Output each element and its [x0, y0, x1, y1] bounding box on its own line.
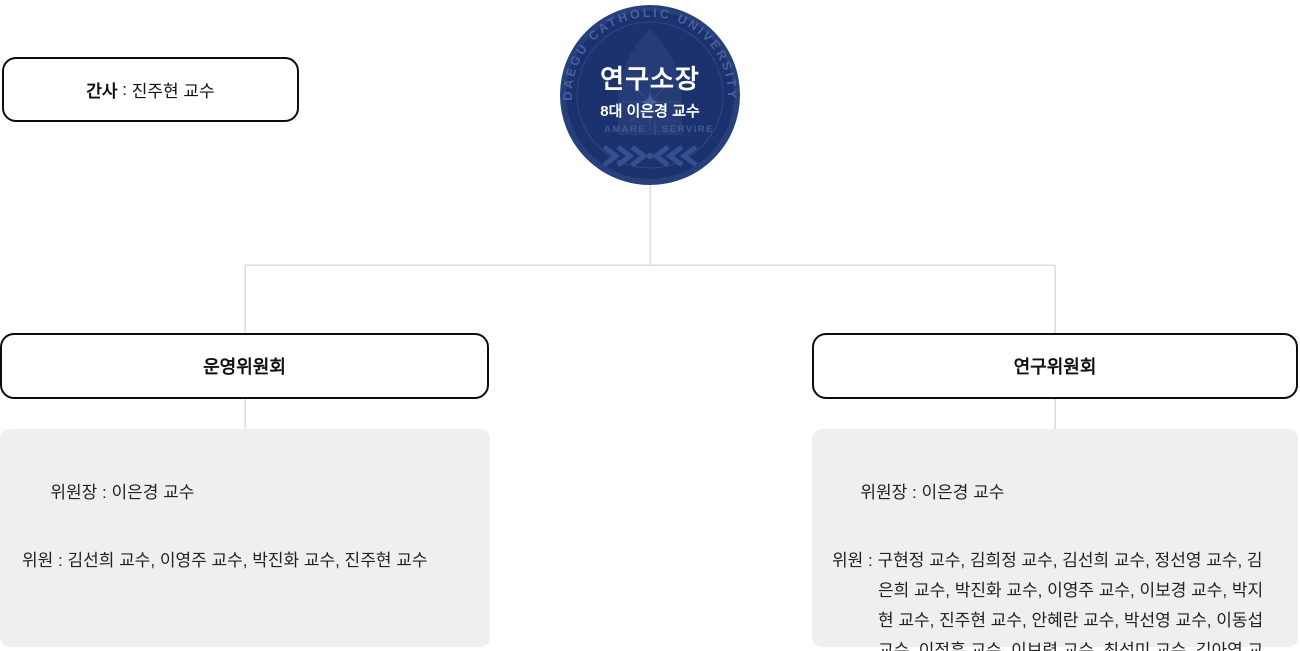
committee-box-research: 연구위원회 [812, 333, 1298, 399]
chair-name: 이은경 교수 [921, 483, 1005, 502]
chair-row: 위원장 : 이은경 교수 [832, 454, 1280, 532]
committee-box-operating: 운영위원회 [0, 333, 489, 399]
members-list: 구현정 교수, 김희정 교수, 김선희 교수, 정선영 교수, 김은희 교수, … [877, 551, 1264, 651]
members-label: 위원 : [22, 551, 68, 570]
secretary-box: 간사 : 진주현 교수 [2, 57, 299, 122]
director-name: 8대 이은경 교수 [600, 102, 700, 120]
committee-detail-operating: 위원장 : 이은경 교수 위원 : 김선희 교수, 이영주 교수, 박진화 교수… [0, 429, 490, 647]
committee-title: 연구위원회 [1013, 357, 1097, 377]
members-row: 위원 : 구현정 교수, 김희정 교수, 김선희 교수, 정선영 교수, 김은희… [832, 546, 1264, 651]
director-title: 연구소장 [600, 64, 700, 94]
seal-motto-servire: SERVIRE [662, 124, 714, 135]
laurel-icon [602, 145, 698, 167]
chair-label: 위원장 : [50, 483, 112, 502]
chair-label: 위원장 : [860, 483, 922, 502]
director-seal: DAEGU CATHOLIC UNIVERSITY AMARE SERVIRE … [559, 4, 741, 186]
seal-motto-amare: AMARE [604, 124, 646, 135]
members-row: 위원 : 김선희 교수, 이영주 교수, 박진화 교수, 진주현 교수 [22, 546, 472, 576]
secretary-name: 진주현 교수 [131, 82, 215, 101]
secretary-label: 간사 [86, 82, 118, 101]
university-seal-icon: DAEGU CATHOLIC UNIVERSITY AMARE SERVIRE … [560, 5, 740, 185]
members-list: 김선희 교수, 이영주 교수, 박진화 교수, 진주현 교수 [67, 551, 428, 570]
committee-title: 운영위원회 [203, 357, 286, 377]
committee-detail-research: 위원장 : 이은경 교수 위원 : 구현정 교수, 김희정 교수, 김선희 교수… [812, 429, 1298, 651]
members-label: 위원 : [832, 551, 878, 570]
chair-row: 위원장 : 이은경 교수 [22, 454, 472, 532]
secretary-separator: : [117, 79, 132, 99]
chair-name: 이은경 교수 [111, 483, 195, 502]
